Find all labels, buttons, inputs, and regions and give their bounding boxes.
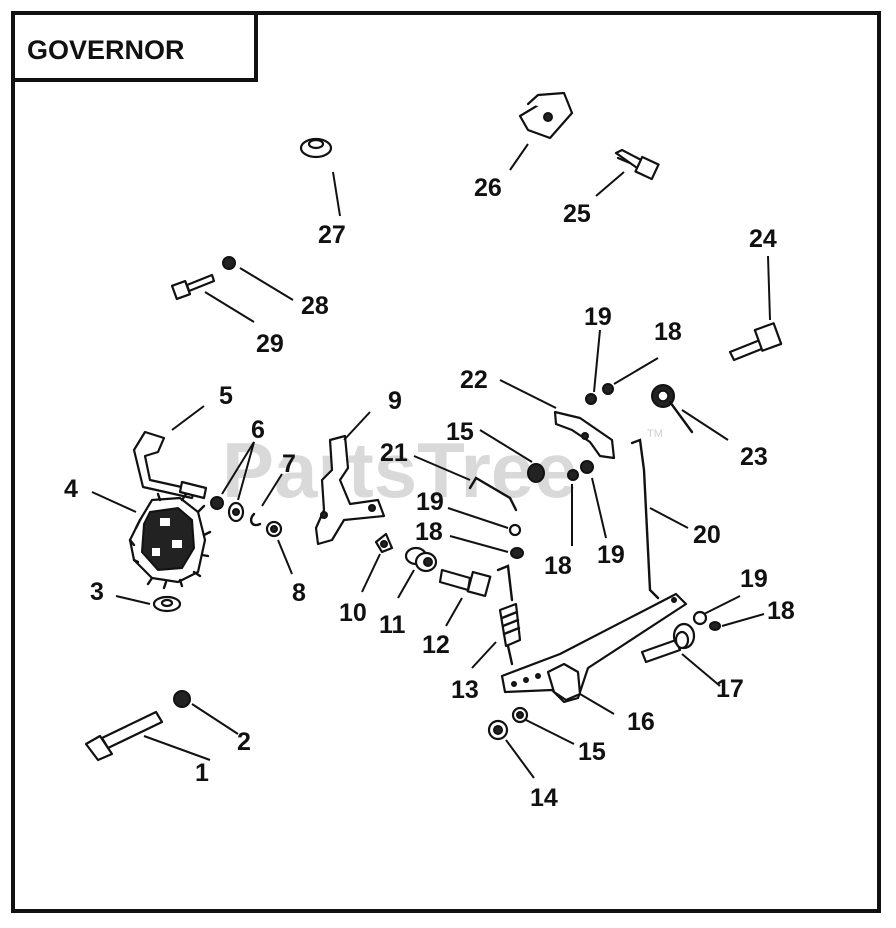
part-19-nut-d [692, 610, 708, 626]
leader-lines [91, 143, 771, 779]
callout-4: 4 [64, 475, 78, 503]
part-25-bolt [614, 148, 660, 181]
callout-23: 23 [740, 443, 768, 471]
callout-29: 29 [256, 330, 284, 358]
part-3-washer [152, 595, 182, 613]
part-11-bushing [404, 546, 438, 573]
part-5-governor-shaft [132, 430, 208, 500]
callout-19-top: 19 [584, 303, 612, 331]
callout-22: 22 [460, 366, 488, 394]
callout-19-mid: 19 [597, 541, 625, 569]
part-7-clip [249, 512, 262, 527]
part-12-stud [438, 568, 492, 598]
callout-8: 8 [292, 579, 306, 607]
callout-15-upper: 15 [446, 418, 474, 446]
callout-26: 26 [474, 174, 502, 202]
callout-10: 10 [339, 599, 367, 627]
callout-7: 7 [282, 450, 296, 478]
watermark-trademark: TM [647, 428, 663, 440]
callout-20: 20 [693, 521, 721, 549]
part-4-governor-gear [128, 492, 212, 590]
part-10-clip [374, 532, 394, 554]
callout-3: 3 [90, 578, 104, 606]
part-19-nut-b [580, 460, 594, 474]
callout-24: 24 [749, 225, 777, 253]
watermark: PartsTree [222, 426, 578, 514]
callout-15-lower: 15 [578, 738, 606, 766]
part-1-pin [84, 710, 164, 762]
callout-18-left: 18 [415, 518, 443, 546]
part-19-nut-a [585, 393, 597, 405]
title-box: GOVERNOR [13, 13, 258, 82]
part-22-bracket [553, 410, 616, 460]
callout-27: 27 [318, 221, 346, 249]
callout-12: 12 [422, 631, 450, 659]
part-9-bracket [314, 434, 386, 546]
part-6-washers [210, 496, 245, 523]
callout-28: 28 [301, 292, 329, 320]
part-18-washer-d [709, 621, 721, 631]
callout-9: 9 [388, 387, 402, 415]
callout-19-left: 19 [416, 488, 444, 516]
part-13-spring [496, 564, 522, 666]
part-16-governor-lever [500, 592, 688, 704]
part-26-bracket [518, 91, 574, 140]
callout-13: 13 [451, 676, 479, 704]
diagram-title: GOVERNOR [27, 35, 185, 65]
part-28-washer [222, 256, 236, 270]
callout-21: 21 [380, 439, 408, 467]
part-8-nut [265, 520, 283, 538]
callout-5: 5 [219, 382, 233, 410]
part-20-rod [630, 438, 660, 600]
callout-18-top: 18 [654, 318, 682, 346]
part-23-spring [651, 384, 694, 434]
part-18-washer-c [510, 547, 524, 559]
callout-6: 6 [251, 416, 265, 444]
part-2-nut [173, 690, 191, 708]
part-29-screw [170, 273, 216, 301]
callout-17: 17 [716, 675, 744, 703]
part-18-washer-b [567, 469, 579, 481]
part-21-link-rod [468, 476, 518, 512]
callout-11: 11 [379, 611, 406, 639]
callout-14: 14 [530, 784, 558, 812]
callout-19-right: 19 [740, 565, 768, 593]
part-15-nut-lower [511, 706, 529, 724]
callout-25: 25 [563, 200, 591, 228]
part-19-nut-c [508, 523, 522, 537]
callout-labels: 1 2 3 4 5 6 7 8 9 10 11 12 13 14 15 15 1… [64, 174, 795, 812]
callout-16: 16 [627, 708, 655, 736]
part-24-bolt [728, 322, 783, 362]
callout-18-right: 18 [767, 597, 795, 625]
part-15-nut-upper [527, 463, 545, 483]
diagram-frame [11, 11, 881, 913]
part-14-nut [487, 719, 509, 741]
part-18-washer-a [602, 383, 614, 395]
callout-1: 1 [195, 759, 209, 787]
part-27-washer [299, 137, 333, 159]
callout-2: 2 [237, 728, 251, 756]
callout-18-mid: 18 [544, 552, 572, 580]
part-17-bolt [640, 622, 696, 664]
